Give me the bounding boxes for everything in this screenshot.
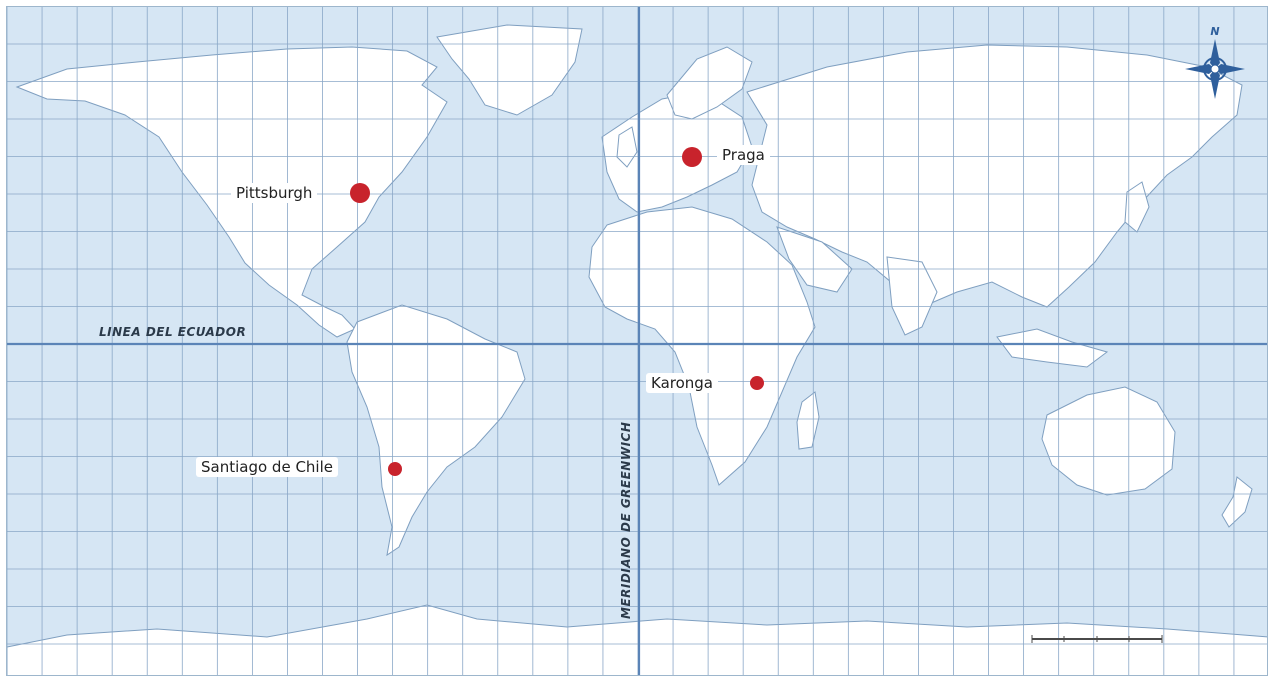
city-dot-pittsburgh[interactable] <box>350 183 370 203</box>
city-dot-santiago[interactable] <box>388 462 402 476</box>
city-label-praga: Praga <box>717 145 770 165</box>
city-dot-karonga[interactable] <box>750 376 764 390</box>
land-scandinavia <box>666 46 753 120</box>
land-south-america <box>346 304 526 557</box>
land-india <box>886 256 938 336</box>
land-uk <box>616 126 638 168</box>
scale-bar <box>1031 635 1163 643</box>
land-indonesia <box>996 328 1109 368</box>
compass-rose-icon: N <box>1185 25 1245 99</box>
city-label-santiago: Santiago de Chile <box>196 457 338 477</box>
city-dot-praga[interactable] <box>682 147 702 167</box>
city-label-karonga: Karonga <box>646 373 718 393</box>
map-canvas[interactable]: N <box>7 7 1268 676</box>
land-asia <box>746 44 1243 308</box>
land-antarctica <box>7 604 1267 675</box>
land-australia <box>1041 386 1176 496</box>
land-africa <box>588 206 816 486</box>
world-map[interactable]: N LINEA DEL ECUADOR MERIDIANO DE GREENWI… <box>6 6 1268 676</box>
equator-label: LINEA DEL ECUADOR <box>99 325 247 339</box>
city-label-pittsburgh: Pittsburgh <box>231 183 318 203</box>
land-japan <box>1124 181 1150 233</box>
greenwich-meridian-label: MERIDIANO DE GREENWICH <box>619 421 633 619</box>
compass-north-label: N <box>1210 25 1219 38</box>
land-arabia <box>776 226 853 293</box>
land-greenland <box>436 24 583 116</box>
land-new-zealand <box>1221 476 1253 528</box>
